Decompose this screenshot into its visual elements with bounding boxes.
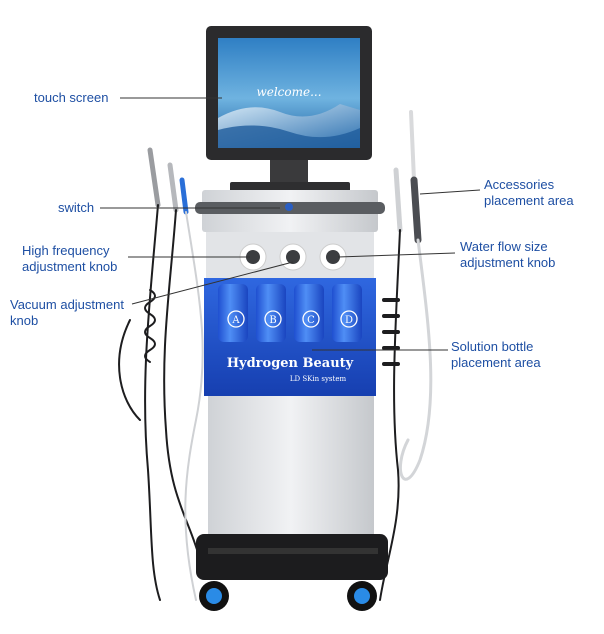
label-switch: switch (58, 200, 95, 215)
left-accessories (118, 147, 204, 601)
brand-subtitle: LD SKin system (290, 375, 347, 383)
label-accessories: Accessories placement area (484, 177, 574, 208)
bottle-letter: A (231, 315, 240, 326)
water-flow-knob[interactable] (326, 250, 340, 264)
label-high-frequency: High frequency adjustment knob (22, 243, 118, 274)
knob-panel (239, 243, 347, 271)
power-switch[interactable] (285, 203, 293, 211)
bottle-letter: B (269, 315, 276, 326)
label-water-flow: Water flow size adjustment knob (460, 239, 556, 270)
callout-lines (100, 97, 481, 351)
vacuum-knob[interactable] (286, 250, 300, 264)
monitor: welcome... (206, 26, 372, 192)
bottle (332, 284, 362, 342)
label-touch-screen: touch screen (34, 90, 109, 105)
high-frequency-knob[interactable] (246, 250, 260, 264)
label-vacuum: Vacuum adjustment knob (10, 297, 124, 328)
bottle-letter: C (307, 315, 315, 326)
bottle (218, 284, 248, 342)
screen-welcome-text: welcome... (256, 85, 321, 99)
brand-name: Hydrogen Beauty (227, 356, 354, 371)
bottle (256, 284, 286, 342)
right-accessories (379, 110, 433, 601)
label-solution-bottle: Solution bottle placement area (451, 339, 541, 370)
bottle (294, 284, 324, 342)
solution-bottle-panel: A B C D Hydrogen Beauty LD SKin system (204, 278, 376, 396)
bottle-letter: D (345, 315, 353, 326)
cabinet (196, 396, 388, 611)
